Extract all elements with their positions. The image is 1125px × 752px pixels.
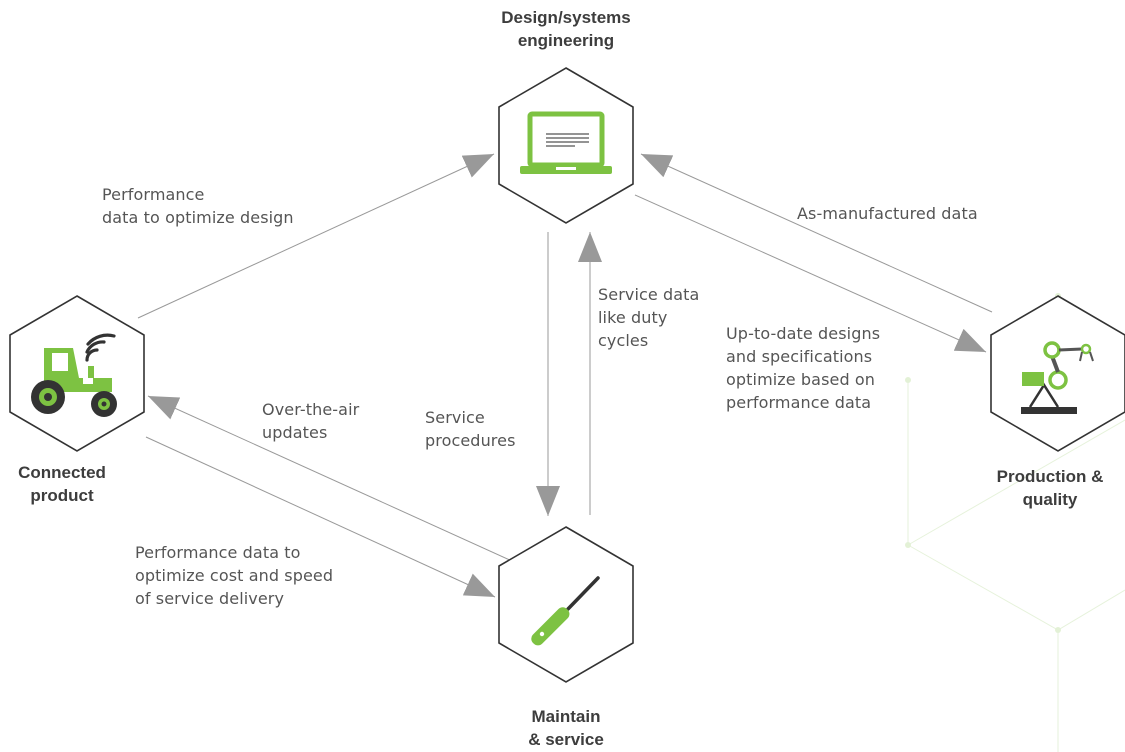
maintain-hexagon xyxy=(498,526,634,683)
label-as-manufactured-data: As-manufactured data xyxy=(797,204,978,223)
label-service-data: Service data like duty cycles xyxy=(598,285,700,350)
arrow-maintain-to-connected xyxy=(147,395,513,562)
arrow-design-to-production xyxy=(634,194,987,353)
arrow-connected-to-design xyxy=(137,153,495,319)
label-up-to-date-designs: Up-to-date designs and specifications op… xyxy=(726,324,881,412)
label-performance-data-service: Performance data to optimize cost and sp… xyxy=(135,543,334,608)
robot-arm-icon xyxy=(1021,341,1094,414)
connectors xyxy=(137,153,993,598)
connected-node-title: Connected product xyxy=(18,463,106,505)
arrow-connected-to-maintain xyxy=(145,436,496,598)
arrow-production-to-design xyxy=(640,153,993,313)
maintain-node-title: Maintain & service xyxy=(528,707,604,749)
label-service-procedures: Service procedures xyxy=(425,408,516,450)
laptop-icon xyxy=(520,111,612,174)
label-performance-data-design: Performance data to optimize design xyxy=(102,185,294,227)
tractor-wifi-icon xyxy=(31,333,117,417)
label-over-the-air-updates: Over-the-air updates xyxy=(262,400,360,442)
production-node-title: Production & quality xyxy=(996,467,1104,509)
screwdriver-icon xyxy=(531,576,600,646)
design-node-title: Design/systems engineering xyxy=(501,8,631,50)
